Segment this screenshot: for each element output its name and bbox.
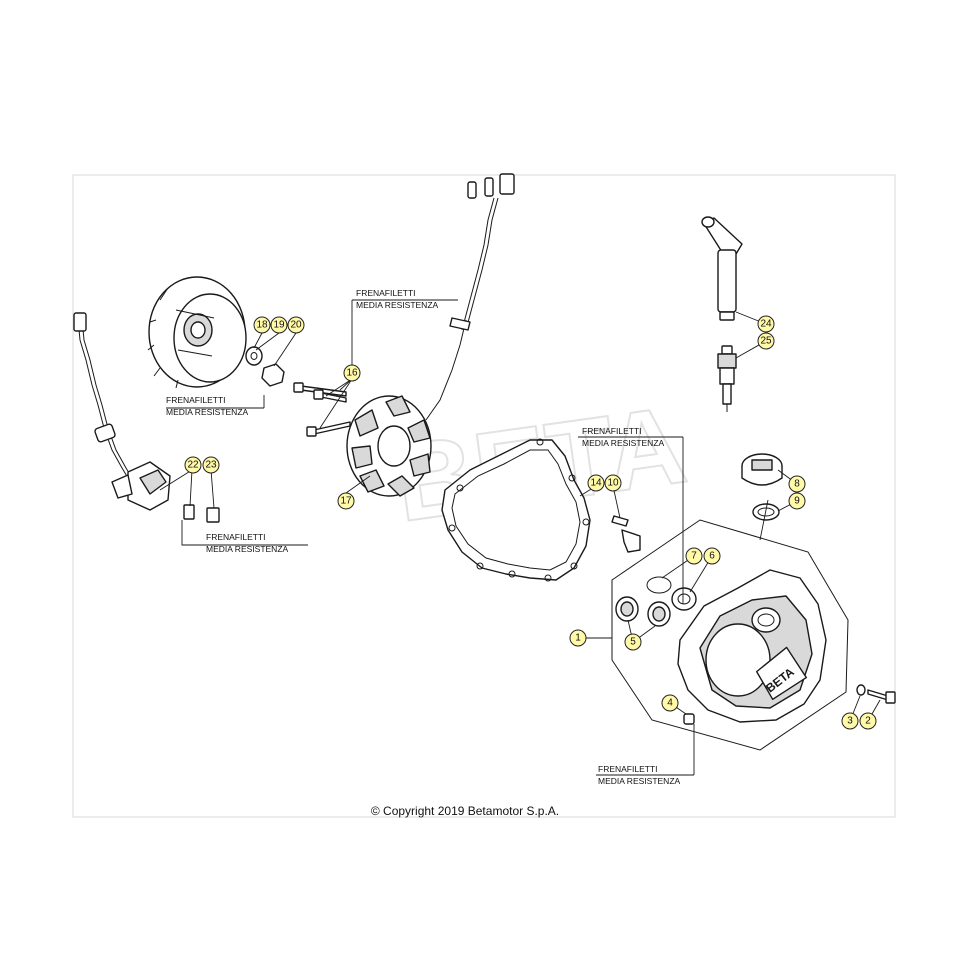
callout-7[interactable]: 7 [685,547,703,565]
svg-text:MEDIA RESISTENZA: MEDIA RESISTENZA [206,544,289,554]
svg-text:7: 7 [691,551,697,562]
callout-1[interactable]: 1 [569,629,587,647]
note-stator: FRENAFILETTI MEDIA RESISTENZA [356,288,439,310]
bearing [671,587,697,611]
svg-text:MEDIA RESISTENZA: MEDIA RESISTENZA [598,776,681,786]
callout-18[interactable]: 18 [253,316,271,334]
svg-text:1: 1 [575,633,581,644]
oil-seals [615,596,671,627]
svg-text:9: 9 [794,496,800,507]
callout-9[interactable]: 9 [788,492,806,510]
spark-plug-cap [701,216,743,321]
flywheel-nut [261,363,285,387]
svg-text:FRENAFILETTI: FRENAFILETTI [166,395,226,405]
callout-10[interactable]: 10 [604,474,622,492]
svg-text:25: 25 [760,336,772,347]
callout-24[interactable]: 24 [757,315,775,333]
svg-text:FRENAFILETTI: FRENAFILETTI [582,426,642,436]
svg-text:4: 4 [667,698,673,709]
cover-gasket [441,438,591,582]
copyright-text: © Copyright 2019 Betamotor S.p.A. [371,804,559,818]
note-flywheel: FRENAFILETTI MEDIA RESISTENZA [166,395,249,417]
svg-text:MEDIA RESISTENZA: MEDIA RESISTENZA [356,300,439,310]
svg-text:FRENAFILETTI: FRENAFILETTI [598,764,658,774]
callout-25[interactable]: 25 [757,332,775,350]
inspection-plug [683,713,695,725]
callout-6[interactable]: 6 [703,547,721,565]
svg-text:19: 19 [273,320,285,331]
callout-2[interactable]: 2 [859,712,877,730]
svg-text:2: 2 [865,716,871,727]
svg-text:17: 17 [340,496,352,507]
flywheel-washer [245,346,263,366]
dowel-pins [611,515,641,553]
callout-5[interactable]: 5 [624,633,642,651]
cover-screw [856,684,896,704]
circlip [646,576,672,594]
svg-text:FRENAFILETTI: FRENAFILETTI [206,532,266,542]
svg-text:24: 24 [760,319,772,330]
svg-text:18: 18 [256,320,268,331]
svg-text:MEDIA RESISTENZA: MEDIA RESISTENZA [582,438,665,448]
pickup-sensor-assembly [73,312,220,523]
callout-8[interactable]: 8 [788,475,806,493]
svg-text:16: 16 [346,368,358,379]
svg-text:14: 14 [590,478,602,489]
callout-23[interactable]: 23 [202,456,220,474]
callout-14[interactable]: 14 [587,474,605,492]
callout-3[interactable]: 3 [841,712,859,730]
callout-19[interactable]: 19 [270,316,288,334]
stator-wire [449,173,515,331]
callout-20[interactable]: 20 [287,316,305,334]
svg-text:8: 8 [794,479,800,490]
svg-text:20: 20 [290,320,302,331]
svg-text:MEDIA RESISTENZA: MEDIA RESISTENZA [166,407,249,417]
flywheel [147,276,247,389]
svg-text:23: 23 [205,460,217,471]
svg-text:22: 22 [187,460,199,471]
svg-text:3: 3 [847,716,853,727]
svg-text:5: 5 [630,637,636,648]
svg-text:FRENAFILETTI: FRENAFILETTI [356,288,416,298]
callout-16[interactable]: 16 [343,364,361,382]
stator [346,319,467,497]
note-cover: FRENAFILETTI MEDIA RESISTENZA [582,426,665,448]
spark-plug [717,345,737,412]
filler-plug [741,453,783,521]
callout-4[interactable]: 4 [661,694,679,712]
callout-22[interactable]: 22 [184,456,202,474]
svg-text:10: 10 [607,478,619,489]
svg-text:6: 6 [709,551,715,562]
callout-17[interactable]: 17 [337,492,355,510]
note-pickup: FRENAFILETTI MEDIA RESISTENZA [206,532,289,554]
ignition-cover: BETA [611,519,849,751]
note-plug: FRENAFILETTI MEDIA RESISTENZA [598,764,681,786]
